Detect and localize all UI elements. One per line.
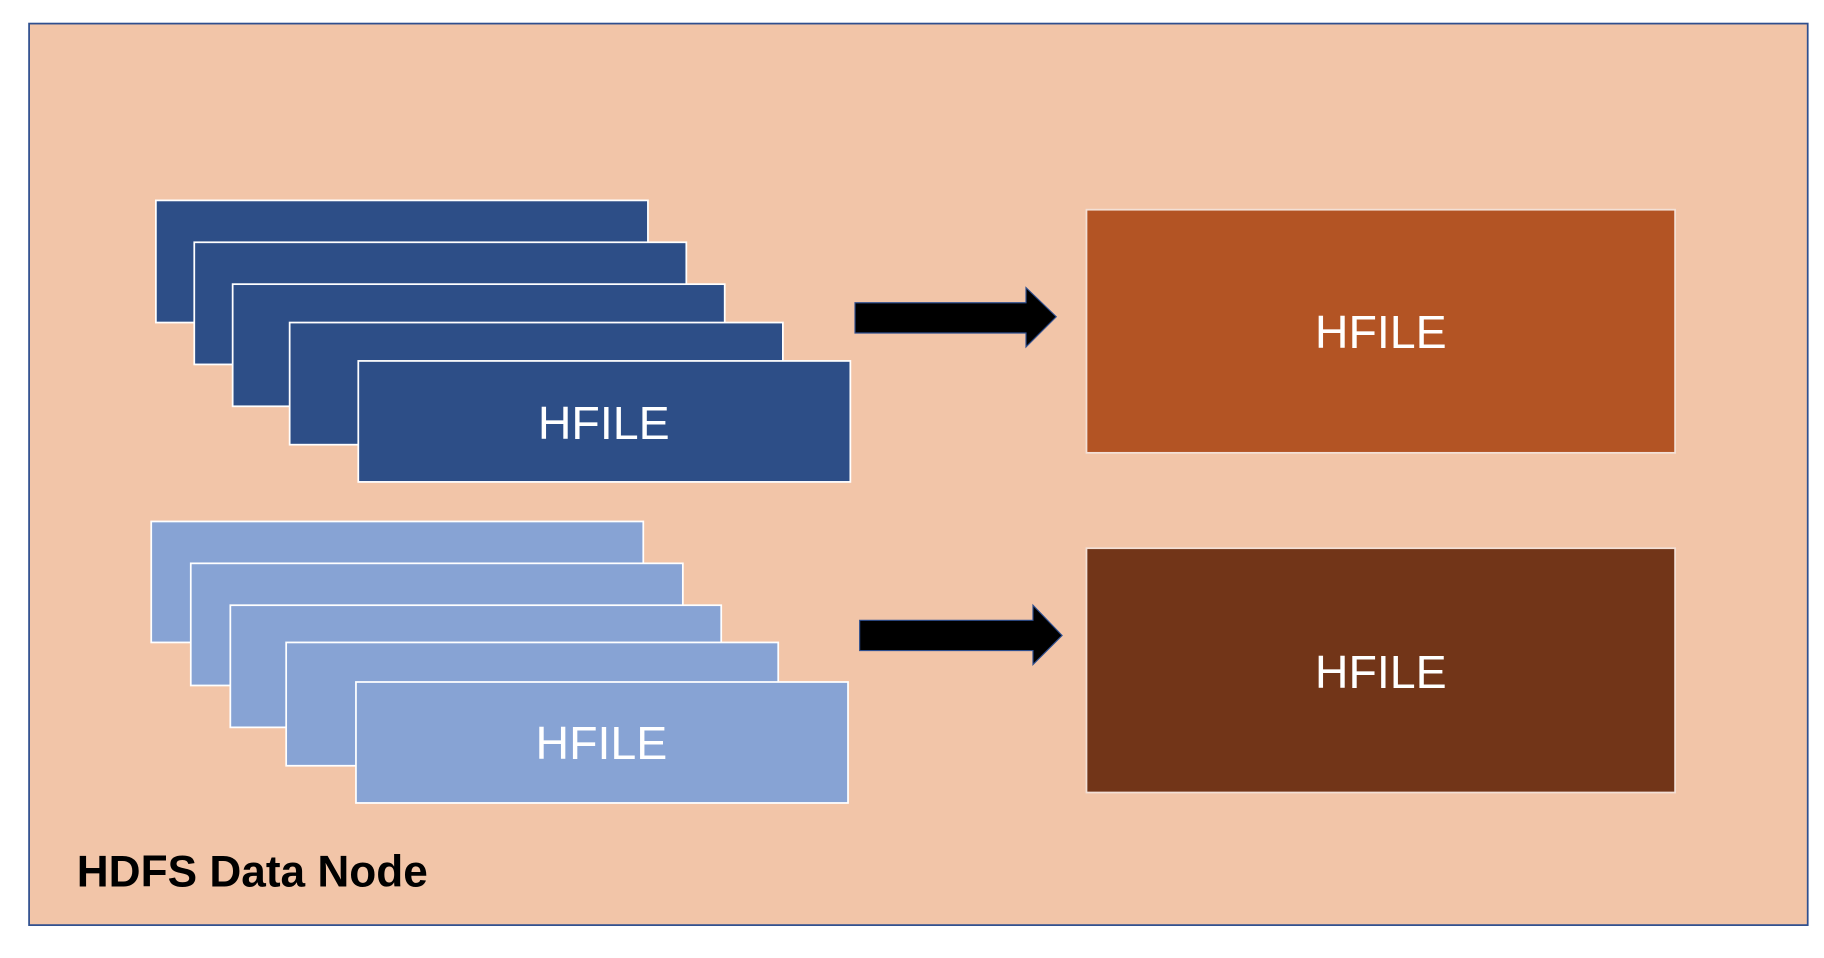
- right-arrow-icon: [859, 603, 1063, 666]
- merged-hfile-brown: [1085, 547, 1676, 794]
- brown-hfile-label: HFILE: [1315, 646, 1447, 698]
- merged-hfile-orange: [1085, 208, 1676, 454]
- light-hfile-stack: [150, 520, 849, 804]
- orange-hfile-label: HFILE: [1315, 306, 1447, 358]
- hfile-card-front: [355, 681, 849, 804]
- hfile-card-front: [357, 360, 852, 483]
- dark-hfile-stack: [155, 199, 852, 483]
- light-stack-label: HFILE: [535, 717, 667, 769]
- dark-stack-label: HFILE: [538, 397, 670, 449]
- hdfs-data-node-label: HDFS Data Node: [77, 848, 428, 897]
- right-arrow-icon: [854, 286, 1058, 349]
